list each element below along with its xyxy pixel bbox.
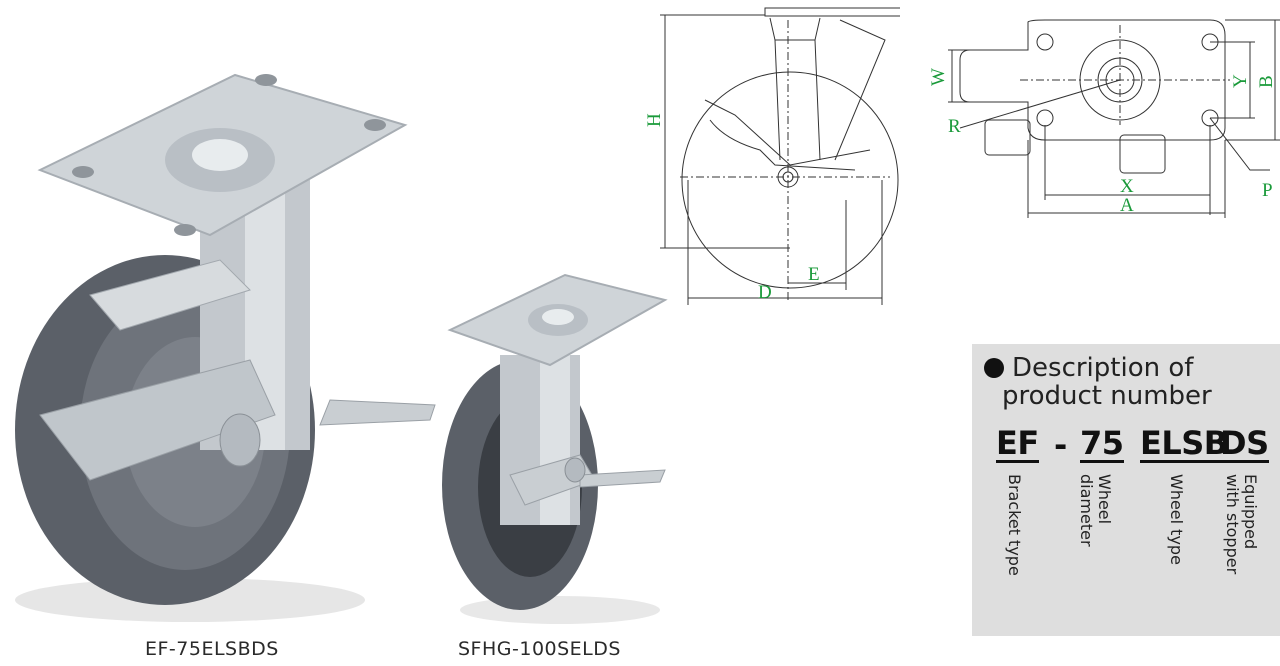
- large-caster-image: [15, 73, 436, 622]
- small-caster-image: [442, 273, 668, 624]
- dim-label-w: W: [928, 68, 949, 86]
- code-wheel-type: ELSB: [1140, 424, 1228, 463]
- side-view-drawing: H D E: [644, 7, 900, 305]
- dim-label-h: H: [644, 113, 665, 127]
- code-wheel-diameter: 75: [1080, 424, 1124, 463]
- meaning-stopper-2: with stopper: [1223, 474, 1242, 575]
- top-view-drawing: W R Y B P X A: [928, 19, 1280, 218]
- large-caster-caption: EF-75ELSBDS: [145, 638, 279, 660]
- dim-label-y: Y: [1230, 74, 1251, 88]
- meaning-stopper-1: Equipped: [1241, 474, 1260, 550]
- dim-label-x: X: [1120, 176, 1134, 197]
- code-bracket-type: EF: [996, 424, 1039, 463]
- dim-label-e: E: [808, 264, 820, 285]
- meaning-wheel-type: Wheel type: [1167, 474, 1186, 565]
- dim-label-a: A: [1120, 195, 1134, 216]
- meaning-wheel-diameter-1: Wheel: [1095, 474, 1114, 525]
- product-number-description-panel: Description of product number EF - 75 EL…: [972, 344, 1280, 636]
- description-heading-line2: product number: [1002, 381, 1212, 411]
- meaning-bracket-type: Bracket type: [1005, 474, 1024, 576]
- code-stopper: DS: [1220, 424, 1269, 463]
- code-separator: -: [1054, 426, 1067, 464]
- bullet-icon: [984, 358, 1004, 378]
- description-heading-line1: Description of: [1012, 353, 1194, 383]
- small-caster-caption: SFHG-100SELDS: [458, 638, 621, 660]
- dim-label-p: P: [1262, 180, 1273, 201]
- dim-label-r: R: [948, 116, 961, 137]
- meaning-wheel-diameter-2: diameter: [1077, 474, 1096, 547]
- dim-label-d: D: [758, 282, 772, 303]
- dim-label-b: B: [1256, 75, 1277, 88]
